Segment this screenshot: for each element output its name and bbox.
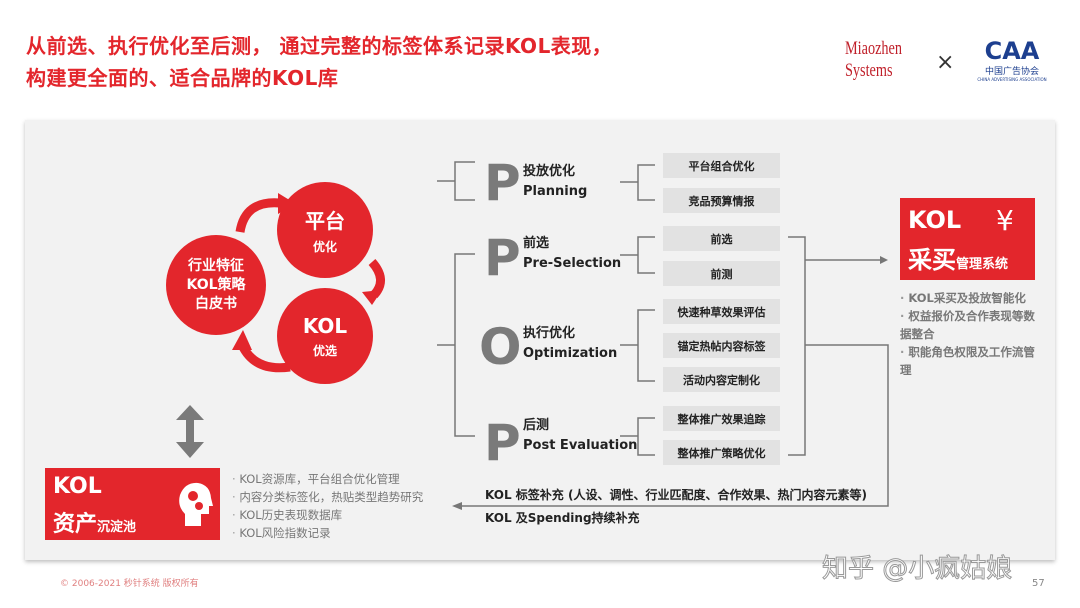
asset-bullets: KOL资源库，平台组合优化管理 内容分类标签化，热贴类型趋势研究 KOL历史表现… [232,470,423,542]
stage-letter: P [484,229,521,287]
stage-letter: P [484,154,521,212]
head-gears-icon [179,482,213,526]
stage-item: 整体推广策略优化 [663,440,780,465]
yen-icon: ¥ [996,204,1014,237]
stage-item: 活动内容定制化 [663,367,780,392]
stage-letter: P [484,414,521,472]
purchase-bullets: KOL采买及投放智能化 权益报价及合作表现等数据整合 职能角色权限及工作流管理 [900,289,1045,379]
stage-item: 整体推广效果追踪 [663,406,780,431]
miaozhen-logo: Miaozhen Systems [845,38,902,81]
platform-optimize-circle: 平台 优化 [277,182,373,278]
feedback-spending-text: KOL 及Spending持续补充 [485,511,640,525]
feedback-tags-text: KOL 标签补充 (人设、调性、行业匹配度、合作效果、热门内容元素等) [485,488,867,502]
slide-title-line1: 从前选、执行优化至后测， 通过完整的标签体系记录KOL表现， [26,34,613,58]
times-sign: × [936,50,955,75]
caa-logo: CAA 中国广告协会 CHINA ADVERTISING ASSOCIATION [977,37,1047,82]
watermark: 知乎 @小疯姑娘 [821,554,1013,585]
stage-item: 前选 [663,226,780,251]
kol-select-circle: KOL 优选 [277,288,373,384]
double-arrow-icon [176,405,204,458]
page-number: 57 [1032,578,1045,589]
kol-asset-box: KOL 资产沉淀池 [45,468,220,540]
kol-purchase-box: KOL ¥ 采买管理系统 [900,198,1035,280]
slide-title-line2: 构建更全面的、适合品牌的KOL库 [26,66,339,90]
stage-item: 平台组合优化 [663,153,780,178]
stage-item: 快速种草效果评估 [663,299,780,324]
stage-item: 锚定热帖内容标签 [663,333,780,358]
stage-letter: O [479,318,522,376]
stage-item: 前测 [663,261,780,286]
whitepaper-circle: 行业特征 KOL策略 白皮书 [166,235,266,335]
copyright: © 2006-2021 秒针系统 版权所有 [60,579,199,589]
stage-item: 竞品预算情报 [663,188,780,213]
